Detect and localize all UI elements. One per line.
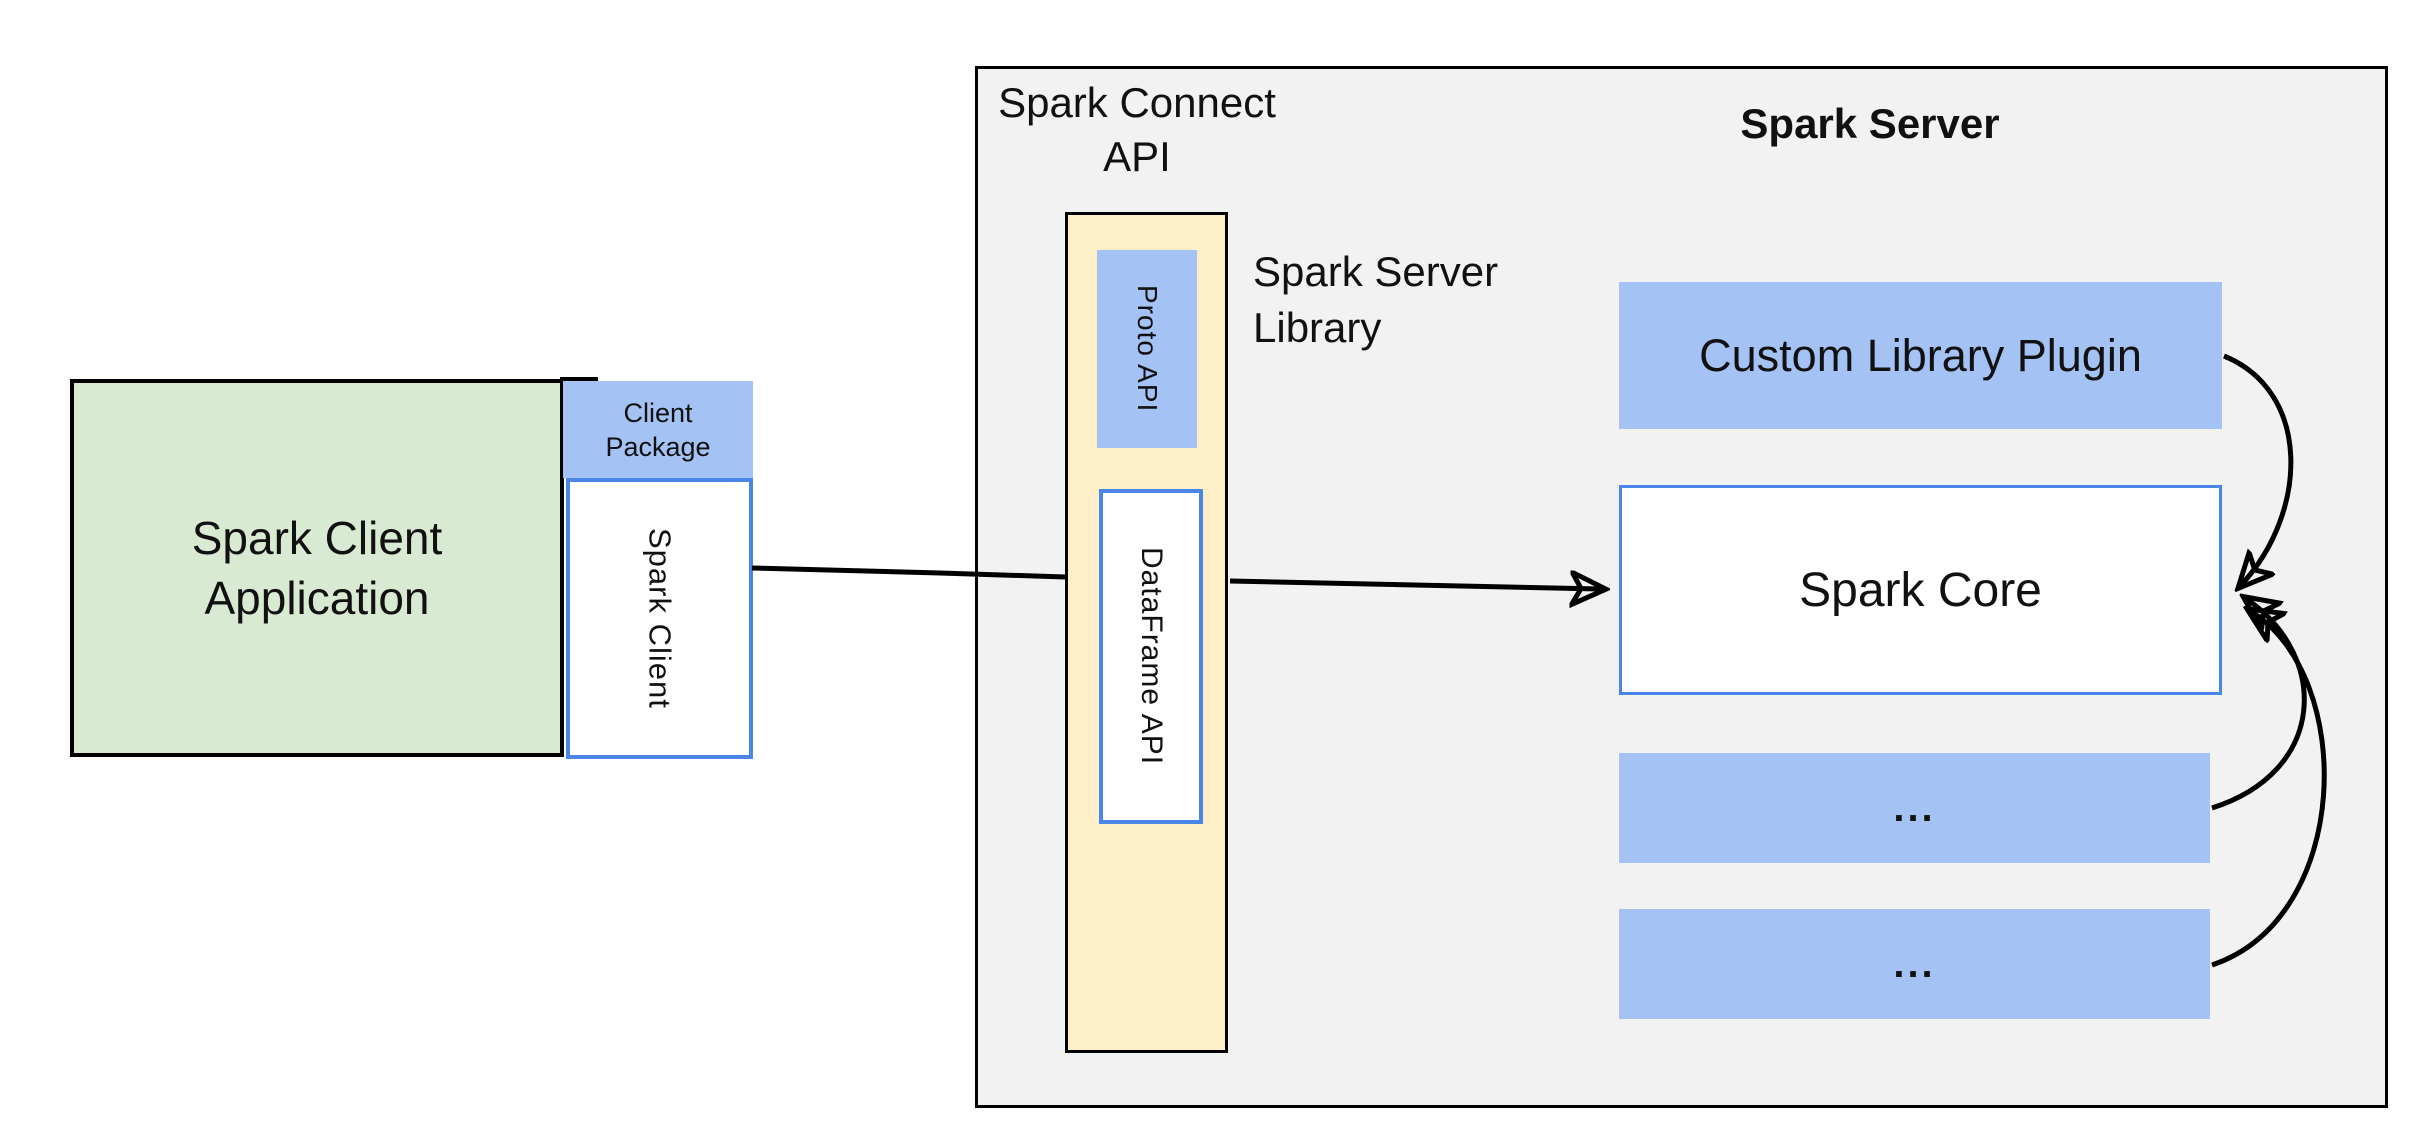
proto-api-box: Proto API: [1097, 250, 1197, 448]
spark-client-box: Spark Client: [566, 478, 753, 759]
spark-server-library-label: Spark Server Library: [1253, 244, 1593, 356]
dataframe-api-box: DataFrame API: [1099, 489, 1203, 824]
spark-connect-api-label-line1: Spark Connect: [998, 79, 1276, 126]
custom-library-plugin-label: Custom Library Plugin: [1699, 329, 2142, 381]
dataframe-api-label: DataFrame API: [1135, 547, 1168, 766]
spark-connect-api-label: Spark Connect API: [957, 76, 1317, 184]
spark-core-label: Spark Core: [1799, 563, 2042, 617]
plugin-placeholder-label-1: ...: [1893, 785, 1936, 830]
spark-server-library-label-line1: Spark Server: [1253, 248, 1499, 295]
spark-client-application-box: Spark Client Application: [70, 379, 564, 757]
client-package-box: Client Package: [563, 381, 753, 478]
proto-api-label: Proto API: [1132, 285, 1163, 413]
plugin-placeholder-box-2: ...: [1619, 909, 2210, 1019]
green-box-border-stub: [560, 377, 598, 382]
client-package-label: Client Package: [605, 397, 711, 462]
spark-server-title: Spark Server: [1740, 100, 2000, 147]
spark-client-application-label: Spark Client Application: [191, 512, 443, 624]
plugin-placeholder-box-1: ...: [1619, 753, 2210, 863]
custom-library-plugin-box: Custom Library Plugin: [1619, 282, 2222, 429]
spark-server-library-label-line2: Library: [1253, 304, 1382, 351]
spark-core-box: Spark Core: [1619, 485, 2222, 695]
spark-client-label: Spark Client: [642, 528, 678, 709]
plugin-placeholder-label-2: ...: [1893, 941, 1936, 986]
spark-connect-api-label-line2: API: [1103, 133, 1171, 180]
